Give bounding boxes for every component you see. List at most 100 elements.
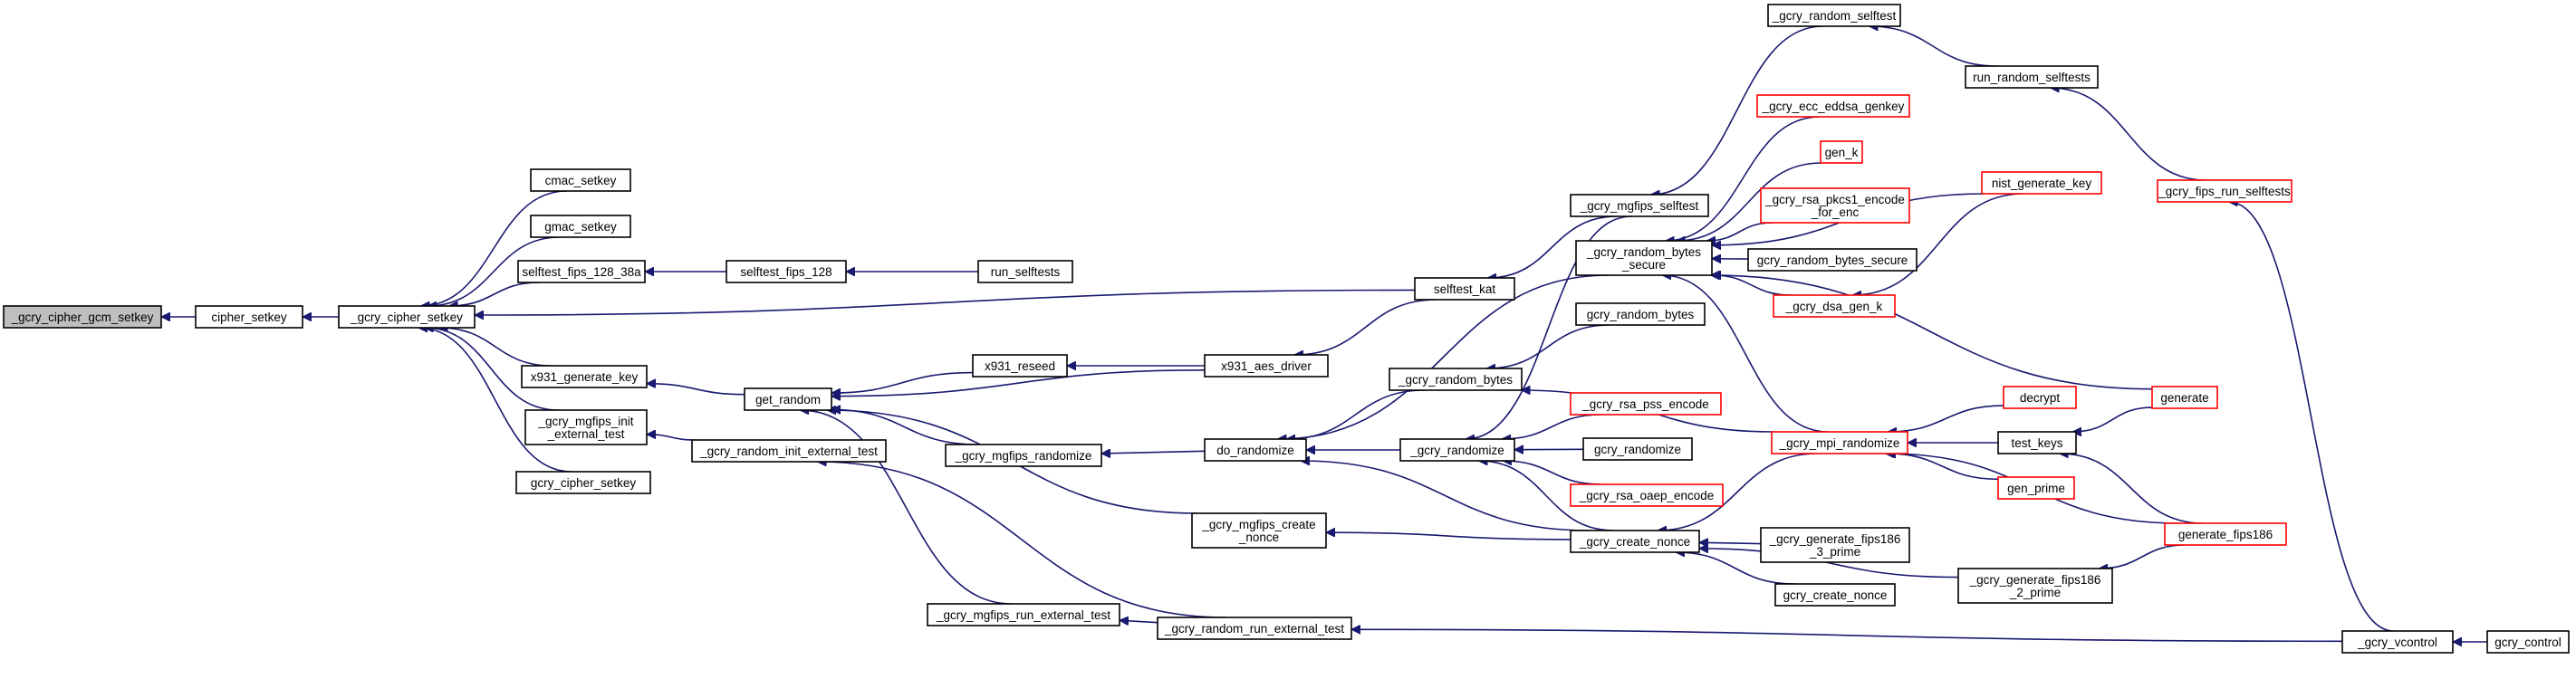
node-generate-fips186[interactable]: generate_fips186 [2164,522,2287,546]
node-label: x931_reseed [985,359,1055,373]
node-box [945,444,1102,467]
edge-selftest_kat-to-x931_aes_driver [1294,299,1437,355]
node-label: _gcry_random_bytes [1398,373,1513,387]
edge-selftest_fips_128_38a-to-_gcry_cipher_setkey [448,282,540,306]
node-nist-generate-key[interactable]: nist_generate_key [1981,171,2102,195]
node-label: generate_fips186 [2178,528,2273,541]
node-gcry-dsa-gen-k[interactable]: _gcry_dsa_gen_k [1773,294,1896,318]
node-gcry-create-nonce[interactable]: _gcry_create_nonce [1570,530,1700,553]
node-gcry-fips-run-selftests[interactable]: _gcry_fips_run_selftests [2157,179,2292,203]
node-label: generate [2160,391,2208,405]
node-gcry-rsa-oaep-encode[interactable]: _gcry_rsa_oaep_encode [1570,483,1724,507]
node-gcry-random-init-external-test[interactable]: _gcry_random_init_external_test [691,439,887,463]
node-label: _secure [1621,258,1666,272]
node-gcry-mgfips-randomize[interactable]: _gcry_mgfips_randomize [945,444,1102,467]
edge-_gcry_vcontrol-to-_gcry_fips_run_selftests [2229,202,2394,632]
node-gmac-setkey[interactable]: gmac_setkey [530,215,631,238]
edge-_gcry_mpi_randomize-to-_gcry_create_nonce [1658,453,1818,531]
node-gcry-generate-fips186-3-prime[interactable]: _gcry_generate_fips186_3_prime [1760,527,1910,563]
node-gcry-cipher-gcm-setkey[interactable]: _gcry_cipher_gcm_setkey [3,305,162,329]
node-gcry-rsa-pkcs1-encode-for-enc[interactable]: _gcry_rsa_pkcs1_encode_for_enc [1760,187,1910,224]
edge-do_randomize-to-_gcry_mgfips_randomize [1101,451,1206,454]
node-gcry-mpi-randomize[interactable]: _gcry_mpi_randomize [1771,431,1908,454]
node-box [1570,392,1722,416]
node-label: _gcry_create_nonce [1579,535,1690,549]
node-x931-reseed[interactable]: x931_reseed [972,354,1068,378]
node-label: cmac_setkey [545,174,617,187]
node-label: _gcry_cipher_gcm_setkey [11,311,154,324]
edge-_gcry_dsa_gen_k-to-_gcry_random_bytes_secure [1712,275,1792,296]
node-cipher-setkey[interactable]: cipher_setkey [195,305,303,329]
edge-_gcry_random_run_external_test-to-_gcry_mgfips_run_external_test [1120,620,1158,622]
edge-gcry_create_nonce-to-_gcry_create_nonce [1676,552,1795,585]
node-label: cipher_setkey [211,311,287,324]
node-gen-prime[interactable]: gen_prime [1997,476,2075,500]
edge-x931_reseed-to-get_random [831,371,974,394]
node-label: run_selftests [991,265,1061,279]
node-gen-k[interactable]: gen_k [1820,140,1863,164]
edge-generate_fips186-to-_gcry_generate_fips186_2_prime [2099,544,2186,569]
node-box [1399,438,1515,462]
node-get-random[interactable]: get_random [744,387,832,411]
node-gcry-cipher-setkey[interactable]: gcry_cipher_setkey [515,471,651,494]
node-gcry-vcontrol[interactable]: _gcry_vcontrol [2341,630,2454,654]
node-box [2486,630,2570,654]
node-label: run_random_selftests [1973,71,2091,84]
node-gcry-random-bytes-secure[interactable]: gcry_random_bytes_secure [1747,248,1918,272]
node-box [1575,302,1706,326]
node-box [726,260,847,283]
node-do-randomize[interactable]: do_randomize [1204,438,1307,462]
node-box [1204,438,1307,462]
node-box [1389,368,1523,391]
node-selftest-kat[interactable]: selftest_kat [1414,277,1515,301]
node-box [1204,354,1329,378]
node-gcry-random-bytes-secure[interactable]: _gcry_random_bytes_secure [1575,240,1713,276]
node-label: _nonce [1238,531,1279,544]
node-run-selftests[interactable]: run_selftests [977,260,1073,283]
node-selftest-fips-128[interactable]: selftest_fips_128 [726,260,847,283]
node-label: _gcry_cipher_setkey [350,311,463,324]
edge-_gcry_random_bytes_secure-to-do_randomize [1277,274,1610,439]
edge-_gcry_mgfips_init_external_test-to-_gcry_cipher_setkey [424,328,559,411]
edge-gen_k-to-_gcry_random_bytes_secure [1676,162,1821,241]
node-label: _2_prime [2009,586,2061,599]
node-gcry-random-run-external-test[interactable]: _gcry_random_run_external_test [1157,617,1352,640]
node-label: gcry_random_bytes_secure [1757,253,1908,267]
node-gcry-randomize[interactable]: _gcry_randomize [1399,438,1515,462]
node-box [927,603,1120,626]
node-gcry-cipher-setkey[interactable]: _gcry_cipher_setkey [338,305,476,329]
node-gcry-generate-fips186-2-prime[interactable]: _gcry_generate_fips186_2_prime [1957,568,2113,604]
node-gcry-mgfips-init-external-test[interactable]: _gcry_mgfips_init_external_test [524,409,648,445]
node-gcry-mgfips-selftest[interactable]: _gcry_mgfips_selftest [1570,194,1709,217]
node-label: _gcry_randomize [1409,444,1504,457]
edge-selftest_kat-to-_gcry_cipher_setkey [475,289,1416,315]
node-gcry-rsa-pss-encode[interactable]: _gcry_rsa_pss_encode [1570,392,1722,416]
node-gcry-random-bytes[interactable]: _gcry_random_bytes [1389,368,1523,391]
node-box [1191,512,1327,549]
node-gcry-random-bytes[interactable]: gcry_random_bytes [1575,302,1706,326]
node-generate[interactable]: generate [2151,386,2218,409]
node-gcry-mgfips-run-external-test[interactable]: _gcry_mgfips_run_external_test [927,603,1120,626]
node-gcry-random-selftest[interactable]: _gcry_random_selftest [1767,4,1901,27]
node-gcry-ecc-eddsa-genkey[interactable]: _gcry_ecc_eddsa_genkey [1756,94,1910,118]
node-cmac-setkey[interactable]: cmac_setkey [530,168,631,192]
node-label: _gcry_mgfips_create [1201,518,1315,531]
node-label: _gcry_mgfips_selftest [1580,199,1699,213]
node-label: gen_k [1825,146,1859,159]
node-label: _gcry_dsa_gen_k [1785,300,1883,313]
node-x931-generate-key[interactable]: x931_generate_key [521,365,648,388]
node-label: _gcry_random_bytes [1586,245,1701,259]
node-run-random-selftests[interactable]: run_random_selftests [1965,65,2099,89]
node-test-keys[interactable]: test_keys [1997,431,2077,454]
node-gcry-control[interactable]: gcry_control [2486,630,2570,654]
node-decrypt[interactable]: decrypt [2003,386,2077,409]
edge-gcry_random_bytes-to-_gcry_random_bytes [1486,324,1610,368]
node-gcry-mgfips-create-nonce[interactable]: _gcry_mgfips_create_nonce [1191,512,1327,549]
node-label: gcry_cipher_setkey [531,476,637,490]
node-gcry-create-nonce[interactable]: gcry_create_nonce [1774,583,1896,607]
node-selftest-fips-128-38a[interactable]: selftest_fips_128_38a [517,260,646,283]
node-x931-aes-driver[interactable]: x931_aes_driver [1204,354,1329,378]
edge-cmac_setkey-to-_gcry_cipher_setkey [420,190,567,306]
edge-get_random-to-x931_generate_key [647,384,745,396]
node-gcry-randomize[interactable]: gcry_randomize [1582,437,1693,461]
